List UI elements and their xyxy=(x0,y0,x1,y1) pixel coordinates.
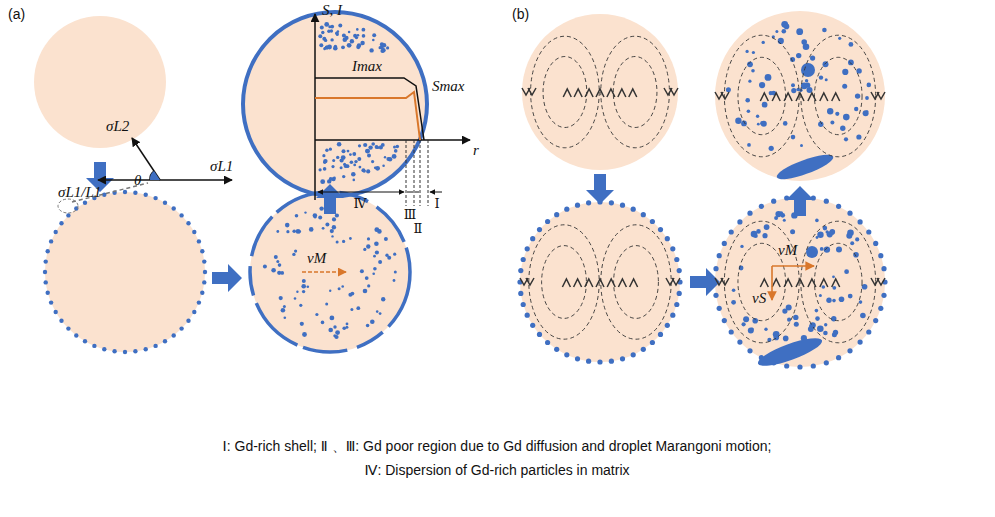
region-number: Ⅳ xyxy=(354,197,367,212)
tension-label: σL2 xyxy=(106,118,129,135)
caption-line: Ⅰ: Gd-rich shell; Ⅱ 、Ⅲ: Gd poor region d… xyxy=(223,438,772,454)
curve-label: Smax xyxy=(432,78,465,95)
region-number: Ⅰ xyxy=(434,197,439,212)
curve-label: Imax xyxy=(352,58,382,75)
axis-label: S, I xyxy=(322,2,342,19)
region-number: Ⅱ xyxy=(414,222,423,237)
angle-label: θ xyxy=(134,172,141,189)
caption-line: Ⅳ: Dispersion of Gd-rich particles in ma… xyxy=(365,462,630,478)
velocity-label: vM xyxy=(307,250,326,267)
panel-tag: (b) xyxy=(512,6,529,22)
velocity-label: vM xyxy=(778,242,797,259)
region-number: Ⅲ xyxy=(404,208,417,223)
panel-tag: (a) xyxy=(8,6,25,22)
tension-label: σL1/L1 xyxy=(58,184,101,201)
axis-label: r xyxy=(473,142,479,159)
velocity-label: vS xyxy=(752,290,766,307)
tension-label: σL1 xyxy=(210,158,233,175)
